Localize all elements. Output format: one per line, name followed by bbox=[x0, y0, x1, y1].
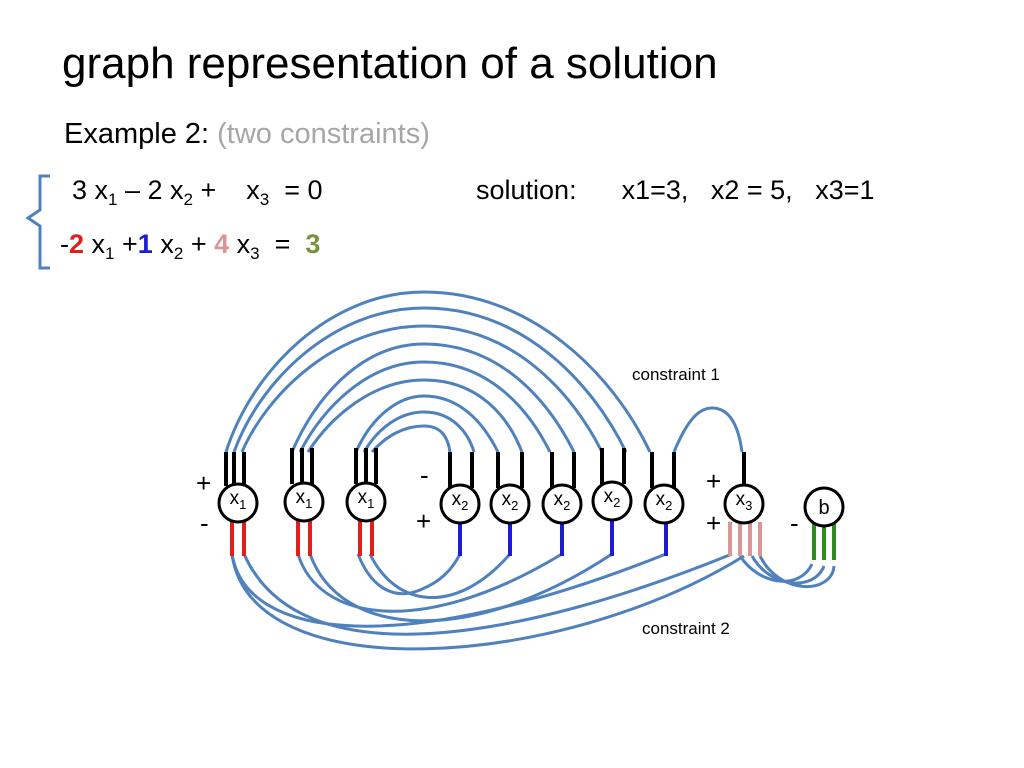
node-x2-e: x2 bbox=[643, 483, 685, 525]
wire-arc bbox=[224, 290, 652, 453]
svg-text:x2: x2 bbox=[656, 489, 673, 513]
svg-text:x2: x2 bbox=[502, 489, 519, 513]
svg-text:x1: x1 bbox=[358, 487, 375, 511]
eq2-coef-blue: 1 bbox=[137, 229, 153, 259]
svg-text:x1: x1 bbox=[296, 487, 313, 511]
wire-arc bbox=[296, 552, 563, 613]
equation-2: -2 x1 +1 x2 + 4 x3 = 3 bbox=[60, 226, 320, 262]
svg-text:x3: x3 bbox=[736, 489, 753, 513]
node-x1-a: x1 bbox=[217, 482, 259, 524]
eq1-term: 3 x bbox=[72, 175, 109, 205]
svg-text:b: b bbox=[818, 497, 829, 519]
eq1-term: + x bbox=[193, 175, 260, 205]
eq2-term: + bbox=[183, 229, 215, 259]
svg-text:x2: x2 bbox=[554, 489, 571, 513]
wire-arc bbox=[362, 410, 476, 453]
wire-arc bbox=[368, 553, 512, 600]
svg-text:x2: x2 bbox=[604, 486, 621, 510]
node-x2-d: x2 bbox=[591, 480, 633, 522]
constraint-2-wires bbox=[230, 552, 836, 651]
plus-sign: + bbox=[196, 468, 211, 498]
eq2-rhs-green: 3 bbox=[305, 229, 321, 259]
eq2-coef-pink: 4 bbox=[214, 229, 230, 259]
eq1-rhs: = 0 bbox=[269, 175, 323, 205]
eq2-term: + bbox=[114, 229, 138, 259]
eq2-sub: 1 bbox=[105, 244, 115, 263]
eq2-sign: - bbox=[60, 229, 69, 259]
example-heading: Example 2: (two constraints) bbox=[64, 114, 430, 154]
sign-labels: + - - + + + - bbox=[196, 460, 799, 538]
brace-icon bbox=[25, 174, 50, 270]
minus-sign: - bbox=[790, 508, 799, 538]
wire-arc bbox=[672, 406, 744, 453]
example-subtitle: (two constraints) bbox=[217, 118, 430, 150]
node-x3: x3 bbox=[723, 483, 765, 525]
node-x1-c: x1 bbox=[345, 481, 387, 523]
node-b: b bbox=[803, 486, 845, 528]
page-title: graph representation of a solution bbox=[62, 39, 718, 88]
eq2-term: x bbox=[152, 229, 174, 259]
node-x2-a: x2 bbox=[439, 483, 481, 525]
eq2-sub: 3 bbox=[250, 244, 260, 263]
plus-sign: + bbox=[706, 466, 721, 496]
wire-arc bbox=[232, 306, 628, 453]
wire-arc bbox=[240, 324, 604, 453]
eq2-term: = bbox=[259, 229, 306, 259]
eq2-term: x bbox=[229, 229, 251, 259]
plus-sign: + bbox=[416, 506, 431, 536]
wire-arc bbox=[306, 378, 524, 453]
constraint-1-label: constraint 1 bbox=[632, 365, 720, 384]
eq2-term: x bbox=[84, 229, 106, 259]
eq2-sub: 2 bbox=[173, 244, 184, 263]
node-x2-c: x2 bbox=[541, 483, 583, 525]
wire-arc bbox=[230, 553, 745, 651]
wire-arc bbox=[370, 424, 452, 453]
wire-arc bbox=[356, 553, 462, 596]
wire-arc bbox=[298, 360, 552, 453]
node-x1-b: x1 bbox=[283, 481, 325, 523]
svg-text:x2: x2 bbox=[452, 489, 469, 513]
wire-arc bbox=[308, 552, 613, 623]
node-x2-b: x2 bbox=[489, 483, 531, 525]
eq2-coef-red: 2 bbox=[69, 229, 85, 259]
wire-arc bbox=[758, 555, 836, 588]
eq1-sub: 2 bbox=[183, 190, 194, 209]
constraint-1-wires bbox=[224, 290, 744, 453]
wire-arc bbox=[354, 394, 500, 453]
minus-sign: - bbox=[200, 508, 209, 538]
eq1-sub: 1 bbox=[108, 190, 118, 209]
example-label: Example 2: bbox=[64, 118, 210, 150]
eq1-term: – 2 x bbox=[117, 175, 184, 205]
minus-sign: - bbox=[420, 460, 429, 490]
bottom-stubs bbox=[230, 520, 836, 560]
wire-arc bbox=[230, 552, 667, 628]
wire-arc bbox=[290, 342, 576, 453]
equation-1: 3 x1 – 2 x2 + x3 = 0 bbox=[72, 172, 323, 208]
constraint-2-label: constraint 2 bbox=[642, 619, 730, 638]
svg-text:x1: x1 bbox=[230, 488, 247, 512]
wire-arc bbox=[242, 552, 733, 636]
solution-text: solution: x1=3, x2 = 5, x3=1 bbox=[476, 175, 875, 205]
eq1-sub: 3 bbox=[259, 190, 270, 209]
plus-sign: + bbox=[706, 508, 721, 538]
top-stubs bbox=[224, 448, 746, 488]
